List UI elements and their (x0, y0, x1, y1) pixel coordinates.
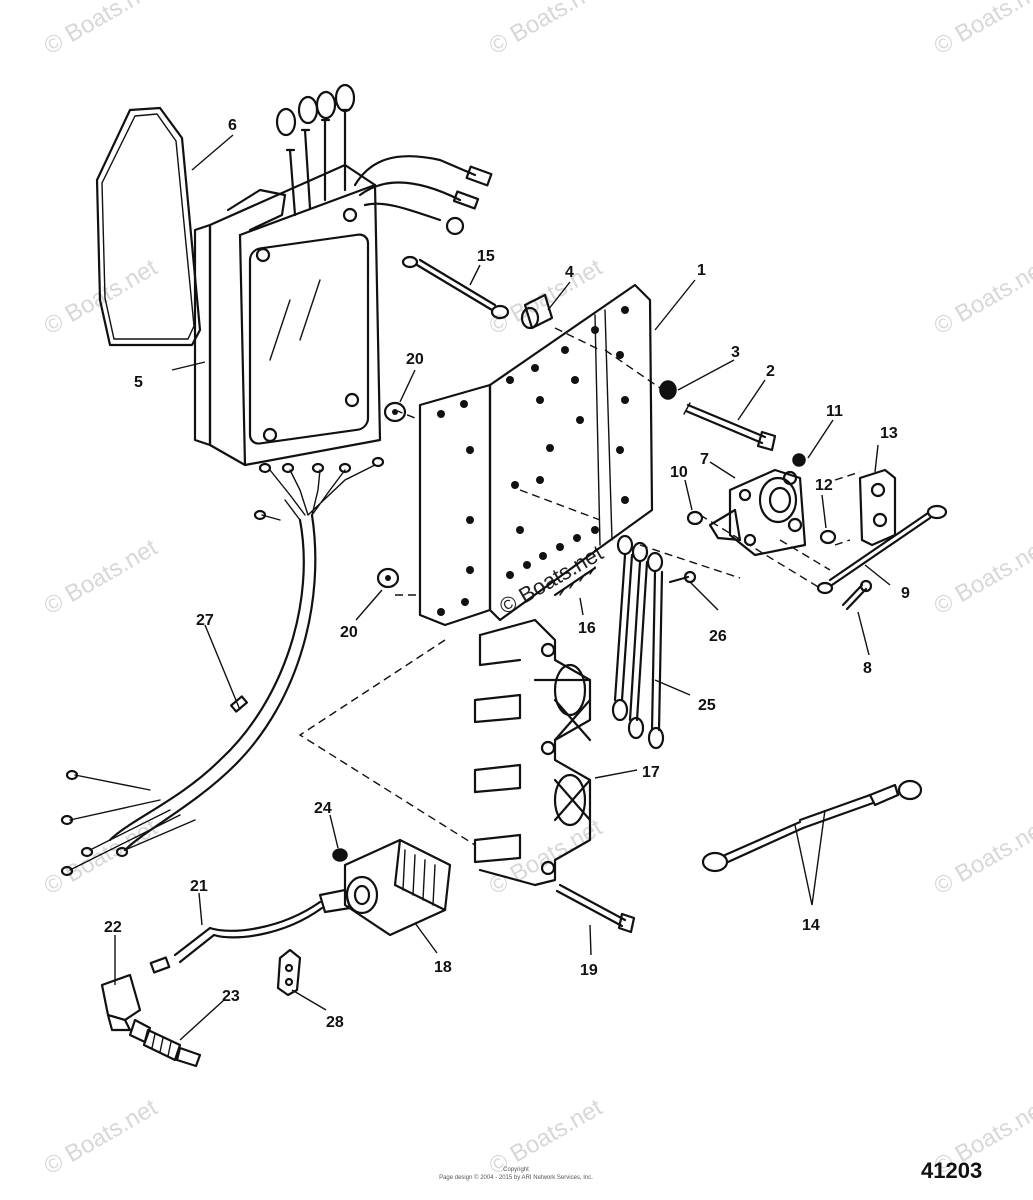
callout-3: 3 (731, 344, 740, 361)
callout-17: 17 (642, 764, 660, 781)
callout-23: 23 (222, 988, 240, 1005)
callout-8: 8 (863, 660, 872, 677)
part-15-ground-strap (401, 255, 510, 320)
part-23-spark-plug (128, 1018, 202, 1068)
part-18-ignition-coil (318, 838, 452, 937)
watermark: © Boats.net (930, 0, 1033, 60)
callout-4: 4 (565, 264, 574, 281)
part-20-nut-upper (383, 401, 407, 423)
watermark: © Boats.net (930, 254, 1033, 340)
callout-22: 22 (104, 919, 122, 936)
part-2-bolt (683, 402, 777, 452)
callout-28: 28 (326, 1014, 344, 1031)
watermark: © Boats.net (930, 534, 1033, 620)
callout-15: 15 (477, 248, 495, 265)
part-27-wire-harness (60, 456, 385, 877)
callout-18: 18 (434, 959, 452, 976)
copyright-line-1: Copyright (503, 1167, 529, 1173)
copyright-footer: Copyright Page design © 2004 - 2015 by A… (439, 1167, 593, 1181)
watermark: © Boats.net (40, 534, 163, 620)
callout-12: 12 (815, 477, 833, 494)
part-13-terminal-block (858, 468, 897, 547)
watermark: © Boats.net (40, 0, 163, 60)
callout-27: 27 (196, 612, 214, 629)
assembly-lines (298, 327, 861, 846)
part-5-switch-box (193, 83, 493, 467)
watermark: © Boats.net (485, 0, 608, 60)
leader-lines (114, 134, 891, 1041)
part-26-screw (668, 570, 697, 584)
watermark-center: © Boats.net (495, 540, 607, 619)
part-16-stud (553, 566, 597, 597)
watermark: © Boats.net (930, 814, 1033, 900)
callout-19: 19 (580, 962, 598, 979)
part-11-nut (792, 453, 806, 467)
watermark: © Boats.net (485, 814, 608, 900)
callout-21: 21 (190, 878, 208, 895)
watermark: © Boats.net (40, 814, 163, 900)
callout-20-lower: 20 (340, 624, 358, 641)
callout-10: 10 (670, 464, 688, 481)
part-19-bolt (555, 883, 636, 934)
callout-11: 11 (826, 403, 843, 420)
part-4-grommet (520, 293, 554, 330)
callout-numbers: 1 2 3 4 5 6 7 8 9 10 11 12 13 14 15 16 1… (104, 117, 910, 1031)
callout-5: 5 (134, 374, 143, 391)
part-10-nut (686, 510, 704, 526)
part-8-screw (841, 579, 873, 611)
watermark: © Boats.net (40, 1094, 163, 1180)
part-6-gasket (95, 106, 202, 347)
callout-2: 2 (766, 363, 775, 380)
part-1-mounting-plate (418, 283, 654, 627)
part-20-nut-lower (376, 567, 400, 589)
part-21-high-tension-lead (149, 900, 324, 974)
part-3-washer (659, 380, 677, 400)
callout-25: 25 (698, 697, 716, 714)
part-12-nut (819, 529, 837, 545)
callout-9: 9 (901, 585, 910, 602)
watermarks: © Boats.net © Boats.net © Boats.net © Bo… (40, 0, 1033, 1180)
callout-26: 26 (709, 628, 727, 645)
callout-24: 24 (314, 800, 332, 817)
callout-16: 16 (578, 620, 596, 637)
callout-20-upper: 20 (406, 351, 424, 368)
callout-6: 6 (228, 117, 237, 134)
diagram-reference-number: 41203 (921, 1158, 982, 1183)
part-28-clip (276, 948, 302, 997)
part-24-nut (332, 848, 348, 862)
copyright-line-2: Page design © 2004 - 2015 by ARI Network… (439, 1174, 593, 1181)
part-22-spark-plug-boot (100, 973, 142, 1032)
callout-13: 13 (880, 425, 898, 442)
callout-14: 14 (802, 917, 820, 934)
part-17-coil-bracket (473, 618, 592, 887)
callout-7: 7 (700, 451, 709, 468)
part-14-cable (701, 779, 923, 873)
part-7-solenoid (708, 468, 807, 557)
part-25-leads (611, 534, 665, 750)
part-9-lead (816, 504, 948, 595)
callout-1: 1 (697, 262, 706, 279)
